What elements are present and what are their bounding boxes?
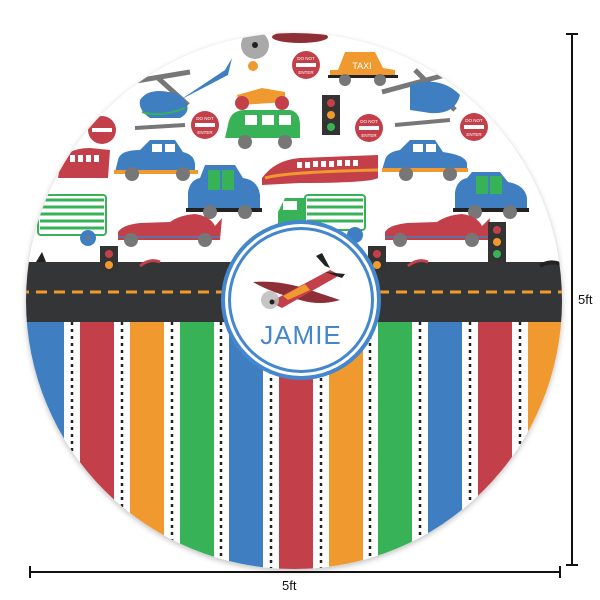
height-label: 5ft [578, 292, 593, 307]
truck-icon [278, 194, 366, 243]
helicopter-icon [381, 68, 460, 127]
do-not-enter-sign-icon: DO NOT ENTER [191, 111, 219, 139]
car-icon [186, 165, 262, 219]
width-dimension-line [29, 566, 561, 578]
svg-text:DO NOT: DO NOT [465, 118, 483, 123]
race-car-icon [385, 214, 490, 247]
personalized-name: JAMIE [260, 320, 342, 350]
truck-icon [37, 194, 107, 246]
height-dimension-line [566, 33, 578, 566]
do-not-enter-sign-icon: DO NOT ENTER [355, 114, 383, 142]
traffic-light-icon [322, 95, 340, 135]
car-icon [453, 172, 529, 219]
svg-text:ENTER: ENTER [361, 133, 377, 138]
traffic-light-icon [100, 246, 118, 272]
svg-text:DO NOT: DO NOT [297, 56, 315, 61]
do-not-enter-sign-icon: DO NOT ENTER [292, 51, 320, 79]
scooter-icon [235, 61, 289, 110]
taxi-icon: TAXI [328, 52, 398, 86]
car-icon [225, 110, 300, 149]
airplane-icon [253, 253, 345, 309]
svg-text:ENTER: ENTER [197, 130, 213, 135]
name-badge: JAMIE [221, 220, 381, 380]
train-icon [262, 155, 379, 185]
race-car-icon [118, 214, 222, 247]
car-icon [114, 140, 198, 181]
traffic-light-icon [488, 222, 506, 262]
car-icon [382, 140, 468, 181]
svg-text:DO NOT: DO NOT [360, 119, 378, 124]
do-not-enter-sign-icon: DO NOT ENTER [460, 113, 488, 141]
width-label: 5ft [282, 578, 297, 593]
svg-text:TAXI: TAXI [352, 61, 371, 71]
do-not-enter-sign-icon [88, 116, 116, 144]
svg-text:ENTER: ENTER [298, 70, 314, 75]
svg-text:ENTER: ENTER [466, 132, 482, 137]
svg-text:DO NOT: DO NOT [196, 116, 214, 121]
bus-icon [58, 148, 110, 178]
